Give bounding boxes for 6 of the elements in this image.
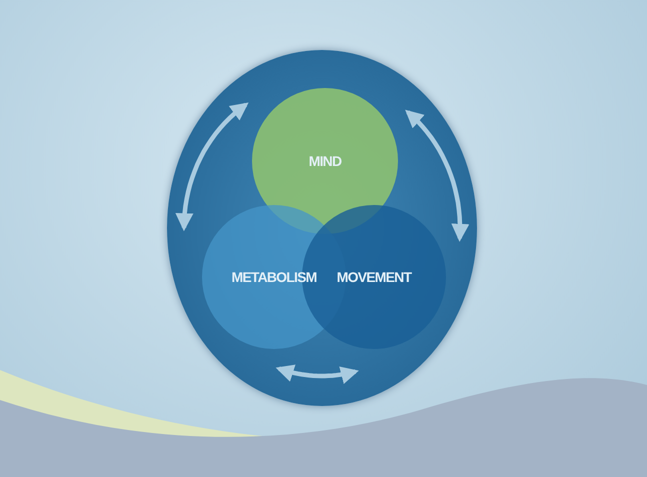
circle-label: MIND xyxy=(308,153,342,169)
curved-arrow xyxy=(276,364,359,384)
curved-arrow xyxy=(405,110,470,242)
circle-label: MOVEMENT xyxy=(336,269,412,285)
curved-arrow xyxy=(175,102,249,232)
circle-label: METABOLISM xyxy=(231,269,317,285)
